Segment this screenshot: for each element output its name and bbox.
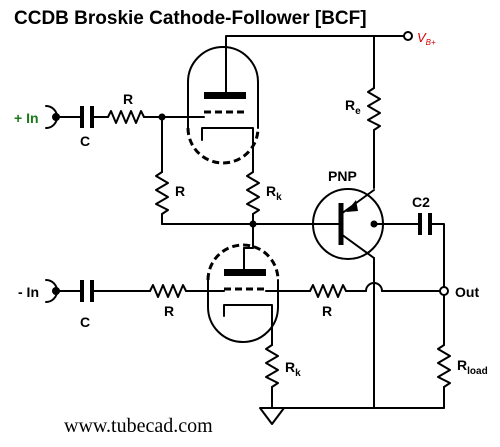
bottom-triode-cathode	[223, 304, 267, 317]
bottom-triode-envelope-dashed	[206, 243, 280, 281]
bottom-triode-plate	[224, 269, 266, 276]
resistor-r-top-grid	[155, 171, 169, 215]
pnp-label: PNP	[328, 168, 357, 184]
website-text: www.tubecad.com	[64, 415, 213, 437]
ground-icon	[259, 407, 285, 425]
capacitor-c-bottom	[80, 280, 94, 302]
plus-in-label: + In	[14, 110, 39, 126]
wire-crossover-hop	[365, 282, 383, 292]
resistor-rk-bottom	[265, 344, 279, 388]
top-triode-cathode	[201, 127, 247, 141]
c2-label: C2	[412, 194, 430, 210]
resistor-r-top-input	[107, 110, 145, 124]
bottom-triode-envelope-solid	[207, 279, 279, 343]
re-label: Re	[345, 97, 361, 117]
r-top-input-label: R	[123, 91, 133, 107]
resistor-rk-top	[246, 171, 260, 215]
r-top-grid-label: R	[175, 183, 185, 199]
rload-label: Rload	[457, 357, 488, 377]
rk-bottom-label: Rk	[285, 359, 301, 379]
c-bottom-label: C	[80, 314, 90, 330]
out-label: Out	[455, 284, 479, 300]
top-triode-envelope-dashed	[186, 127, 260, 165]
r-bottom-input-label: R	[164, 303, 174, 319]
minus-input-jack	[45, 279, 60, 303]
top-triode	[186, 46, 260, 165]
top-triode-envelope-solid	[187, 46, 259, 129]
resistor-r-bottom-input	[149, 284, 187, 298]
bplus-terminal	[403, 31, 413, 41]
resistor-rload	[437, 344, 451, 388]
bottom-triode	[206, 243, 280, 343]
top-triode-plate	[204, 92, 246, 99]
capacitor-c-top	[80, 106, 94, 128]
rk-top-label: Rk	[266, 183, 282, 203]
vb-label: VB+	[417, 30, 436, 47]
diagram-title: CCDB Broskie Cathode-Follower [BCF]	[14, 8, 367, 29]
resistor-re	[367, 87, 381, 131]
capacitor-c2	[418, 213, 432, 235]
r-bottom-right-label: R	[322, 303, 332, 319]
top-plate-lead	[225, 35, 375, 93]
plus-input-jack	[45, 105, 60, 129]
c-top-label: C	[80, 133, 90, 149]
resistor-r-bottom-right	[309, 284, 347, 298]
output-terminal	[439, 286, 449, 296]
minus-in-label: - In	[18, 284, 39, 300]
